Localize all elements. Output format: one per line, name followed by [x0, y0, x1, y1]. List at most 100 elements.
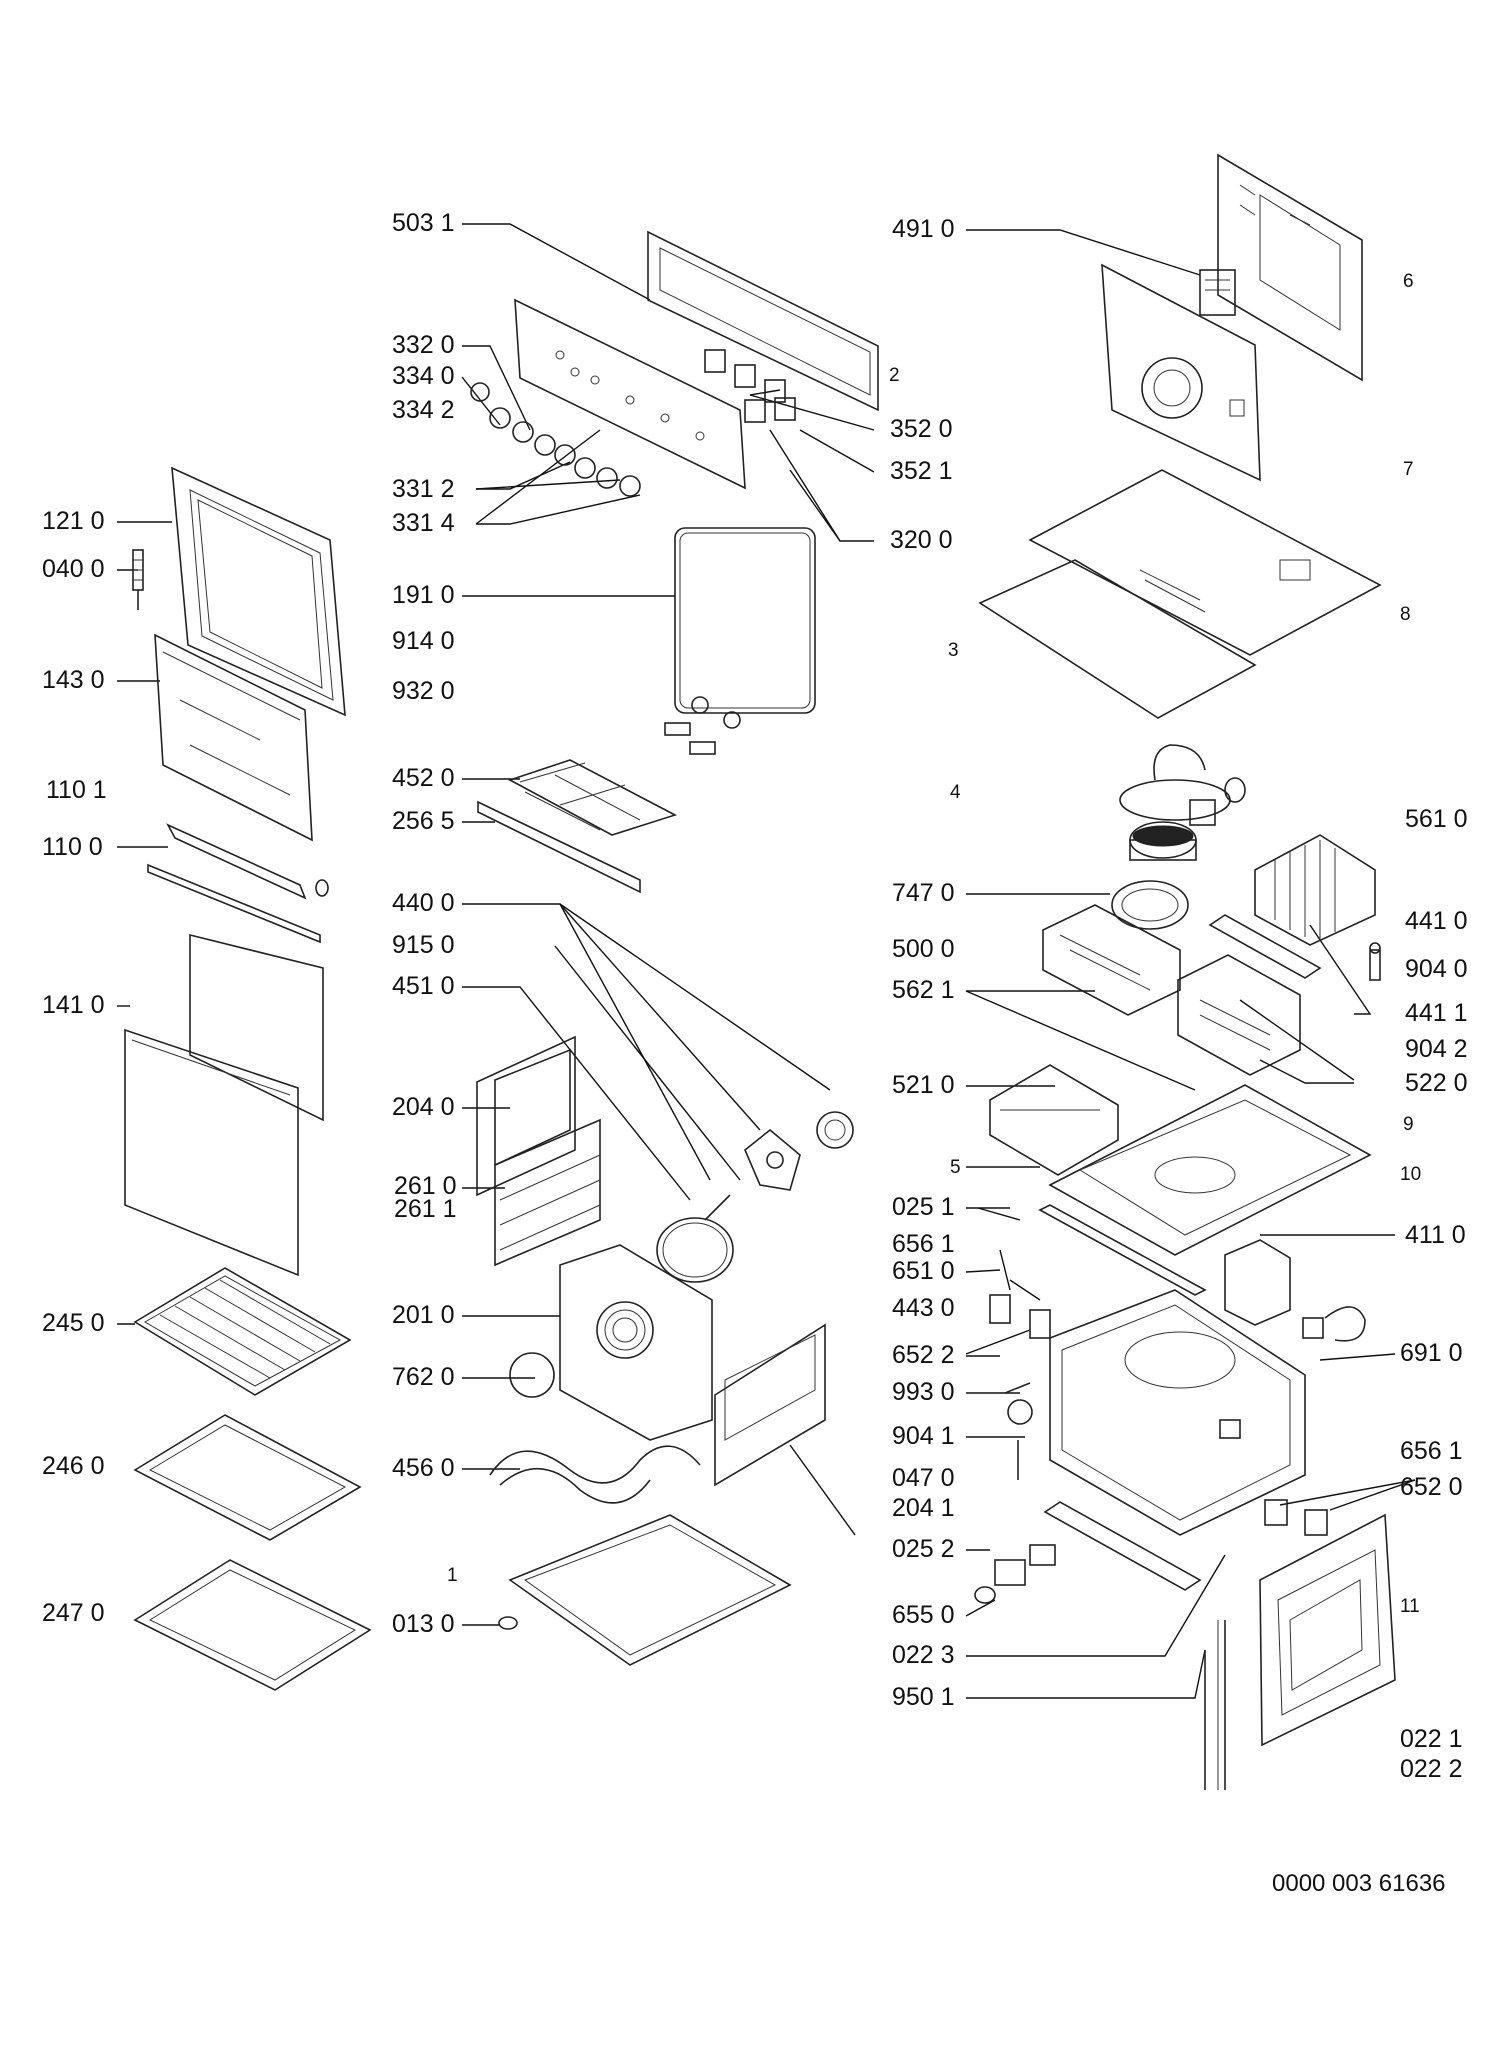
label-247-0: 247 0 [42, 1599, 105, 1627]
label-022-2: 022 2 [1400, 1755, 1463, 1783]
screw [1004, 1382, 1031, 1394]
fan-bracket [1208, 914, 1322, 979]
fan-blade [744, 1128, 801, 1191]
circular-element [656, 1194, 734, 1283]
tangential-fan [1254, 834, 1376, 946]
label-320-0: 320 0 [890, 526, 953, 554]
index-6: 6 [1403, 271, 1414, 292]
inner-door-glass [154, 633, 313, 842]
label-914-0: 914 0 [392, 627, 455, 655]
label-500-0: 500 0 [892, 935, 955, 963]
label-256-5: 256 5 [392, 807, 455, 835]
front-frame [1259, 1513, 1396, 1747]
index-3: 3 [948, 640, 959, 661]
label-561-0: 561 0 [1405, 805, 1468, 833]
document-number: 0000 003 61636 [1272, 1870, 1446, 1897]
label-246-0: 246 0 [42, 1452, 105, 1480]
label-141-0: 141 0 [42, 991, 105, 1019]
leader-lines [117, 223, 1416, 1699]
oven-door-frame [171, 466, 346, 717]
rear-cover-panel [1217, 153, 1363, 382]
label-334-0: 334 0 [392, 362, 455, 390]
fan-scroll-housing [1119, 744, 1246, 826]
label-352-1: 352 1 [890, 457, 953, 485]
top-cover [1028, 469, 1382, 656]
oven-cavity [1049, 1289, 1306, 1536]
label-352-0: 352 0 [890, 415, 953, 443]
rear-bracket-plate [476, 1035, 576, 1197]
fan-motor-cover [1224, 1239, 1291, 1326]
label-025-2: 025 2 [892, 1535, 955, 1563]
lamp-bulb [1007, 1399, 1033, 1425]
label-652-0: 652 0 [1400, 1473, 1463, 1501]
rear-wall-with-fan-cover [559, 1244, 713, 1441]
label-651-0: 651 0 [892, 1257, 955, 1285]
label-411-0: 411 0 [1405, 1221, 1466, 1249]
label-950-1: 950 1 [892, 1683, 955, 1711]
label-022-1: 022 1 [1400, 1725, 1463, 1753]
label-204-1: 204 1 [892, 1494, 955, 1522]
label-491-0: 491 0 [892, 215, 955, 243]
door-handle [147, 823, 329, 944]
lower-heating-element [489, 1445, 701, 1504]
label-334-2: 334 2 [392, 396, 455, 424]
vertical-strips [1204, 1620, 1226, 1790]
control-knobs [470, 382, 641, 497]
rail-bar [1038, 1204, 1207, 1296]
label-747-0: 747 0 [892, 879, 955, 907]
label-521-0: 521 0 [892, 1071, 955, 1099]
label-261-0: 261 0 [394, 1172, 457, 1200]
label-452-0: 452 0 [392, 764, 455, 792]
enamel-tray [133, 1559, 372, 1691]
label-652-2: 652 2 [892, 1341, 955, 1369]
insulation-sheet [978, 559, 1257, 719]
shelf-support-rack [507, 759, 678, 836]
label-451-0: 451 0 [392, 972, 455, 1000]
label-331-4: 331 4 [392, 509, 455, 537]
shelf-guides [494, 1118, 601, 1267]
label-110-1: 110 1 [46, 776, 107, 804]
index-2: 2 [889, 365, 900, 386]
label-993-0: 993 0 [892, 1378, 955, 1406]
label-441-0: 441 0 [1405, 907, 1468, 935]
fan-motor [816, 1111, 854, 1149]
label-656-1-b: 656 1 [1400, 1437, 1463, 1465]
label-040-0: 040 0 [42, 555, 105, 583]
label-904-2: 904 2 [1405, 1035, 1468, 1063]
label-022-3: 022 3 [892, 1641, 955, 1669]
baking-tray [133, 1414, 362, 1541]
label-932-0: 932 0 [392, 677, 455, 705]
floor-plate [1048, 1084, 1372, 1256]
label-332-0: 332 0 [392, 331, 455, 359]
switch-blocks [989, 1294, 1051, 1339]
power-board [1177, 954, 1301, 1076]
outer-door-glass [124, 933, 324, 1277]
label-204-0: 204 0 [392, 1093, 455, 1121]
label-245-0: 245 0 [42, 1309, 105, 1337]
control-panel-rear [647, 230, 879, 412]
label-440-0: 440 0 [392, 889, 455, 917]
back-panel [1101, 263, 1261, 482]
label-904-0: 904 0 [1405, 955, 1468, 983]
label-562-1: 562 1 [892, 976, 955, 1004]
label-110-0: 110 0 [42, 833, 103, 861]
label-443-0: 443 0 [892, 1294, 955, 1322]
door-hinge [132, 549, 144, 610]
bottom-plate [508, 1514, 792, 1666]
index-9: 9 [1403, 1114, 1414, 1135]
fan-ring [1111, 880, 1189, 930]
door-switch-assembly [974, 1544, 1056, 1604]
side-panel [714, 1323, 826, 1487]
label-904-1: 904 1 [892, 1422, 955, 1450]
control-panel-front [514, 298, 746, 490]
label-191-0: 191 0 [392, 581, 455, 609]
rear-foot [498, 1616, 518, 1630]
selector-switches [704, 349, 796, 423]
label-121-0: 121 0 [42, 507, 105, 535]
thermal-fuse [1369, 942, 1381, 981]
index-4: 4 [950, 782, 961, 803]
label-441-1: 441 1 [1405, 999, 1468, 1027]
index-10: 10 [1400, 1164, 1422, 1185]
